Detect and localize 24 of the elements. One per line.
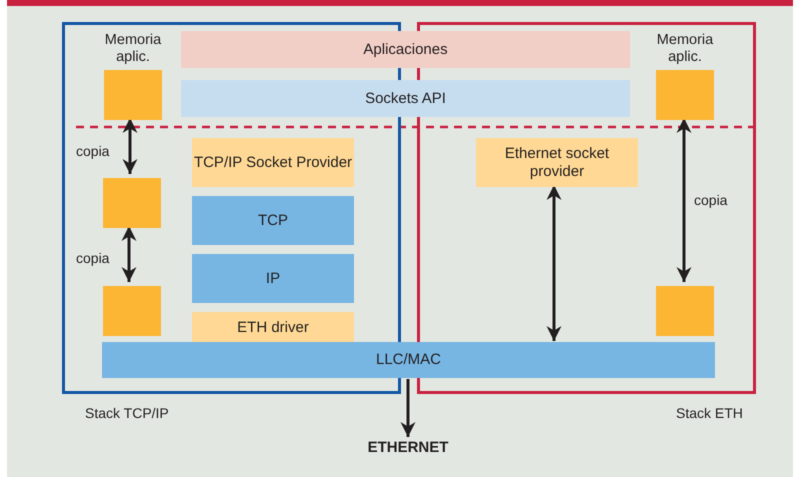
layer-box: Ethernet socket provider	[476, 138, 638, 187]
stack-label: Stack ETH	[676, 405, 743, 422]
layer-band: LLC/MAC	[102, 342, 715, 378]
layer-box: TCP/IP Socket Provider	[192, 138, 354, 187]
layer-box: ETH driver	[192, 312, 354, 343]
edge-label: copia	[76, 250, 110, 267]
memory-block	[656, 286, 714, 336]
layer-box: TCP	[192, 196, 354, 245]
arrow	[122, 118, 138, 174]
arrow	[122, 226, 136, 282]
memory-block	[103, 286, 161, 336]
memory-block	[103, 178, 161, 228]
layer-box: IP	[192, 254, 354, 303]
layer-band: Aplicaciones	[181, 31, 630, 68]
network-label: ETHERNET	[350, 438, 466, 458]
arrow	[546, 185, 562, 341]
stack-label: Stack TCP/IP	[85, 405, 169, 422]
arrow	[676, 118, 692, 282]
memory-label: Memoria aplic.	[656, 32, 714, 66]
edge-label: copia	[694, 192, 728, 209]
edge-label: copia	[76, 143, 110, 160]
memory-label: Memoria aplic.	[104, 32, 162, 66]
layer-band: Sockets API	[181, 80, 630, 117]
arrow	[400, 379, 416, 437]
